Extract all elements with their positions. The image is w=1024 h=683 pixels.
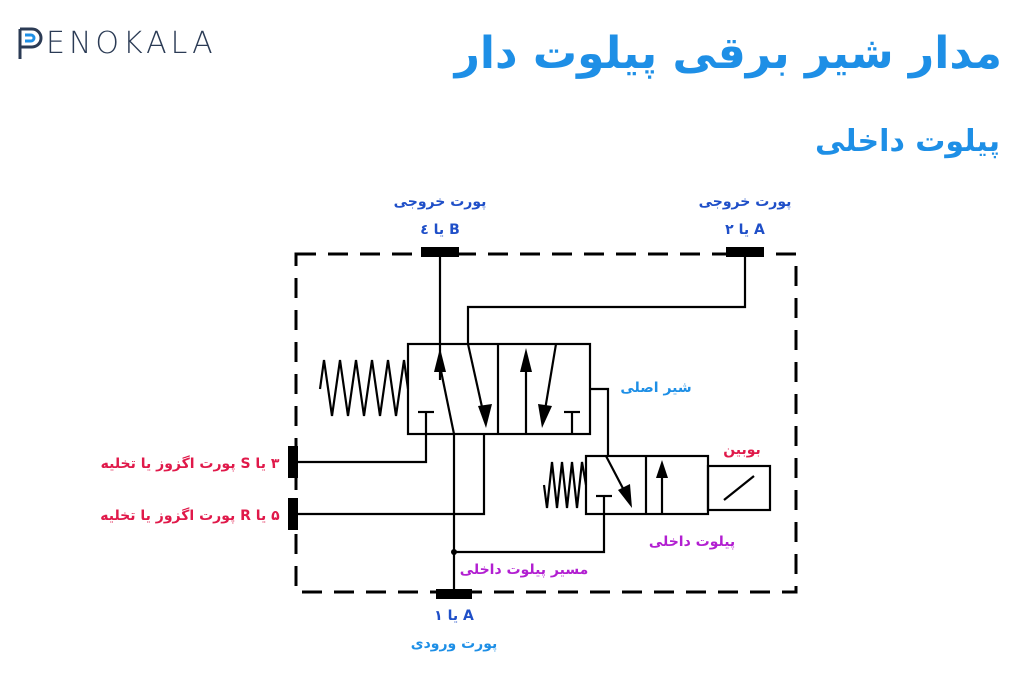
internal-pilot-label: پیلوت داخلی [649,534,735,550]
exhaust-s-label: ۳ یا S پورت اگزوز یا تخلیه [101,455,280,472]
arrowhead [434,348,446,372]
brand-name: ENOKALA [46,26,217,61]
arrowhead [618,484,632,508]
coil-symbol [723,475,755,501]
exhaust-r-line [298,434,486,516]
port-a-line [466,257,747,344]
arrowhead [478,404,492,428]
port-b-plate [421,247,459,257]
logo-mark-icon [18,27,43,59]
inlet-code: A یا ۱ [434,608,474,624]
port-s-plate [288,446,298,478]
main-arrow-right-down [542,343,558,417]
exhaust-r-label: ۵ یا R پورت اگزوز یا تخلیه [100,507,280,524]
page-title: مدار شیر برقی پیلوت دار [454,28,1002,79]
internal-pilot-path [454,514,606,554]
port-a-title: پورت خروجی [699,194,792,210]
port-a-plate [726,247,764,257]
pilot-path-label: مسیر پیلوت داخلی [460,562,589,578]
port-inlet-plate [436,589,472,599]
arrowhead [538,404,552,428]
brand-logo: ENOKALA [16,26,217,61]
page-subtitle: پیلوت داخلی [814,124,1000,159]
arrowhead [656,460,668,478]
junction-dot [451,549,457,555]
arrowhead [520,348,532,372]
pilot-to-main-line [590,387,610,456]
main-valve-label: شیر اصلی [620,380,691,396]
port-b-code: B یا ٤ [420,222,459,238]
inlet-title: پورت ورودی [411,636,498,652]
solenoid-coil [706,464,772,512]
port-r-plate [288,498,298,530]
valve-enclosure [294,252,798,594]
exhaust-s-line [298,434,428,464]
coil-label: بوبین [723,442,761,458]
main-arrow-up [438,365,456,435]
port-b-title: پورت خروجی [394,194,487,210]
main-valve-spring [318,359,410,417]
pilot-valve-spring [542,461,588,509]
main-arrow-down [466,343,486,417]
port-a-code: A یا ۲ [725,222,765,238]
